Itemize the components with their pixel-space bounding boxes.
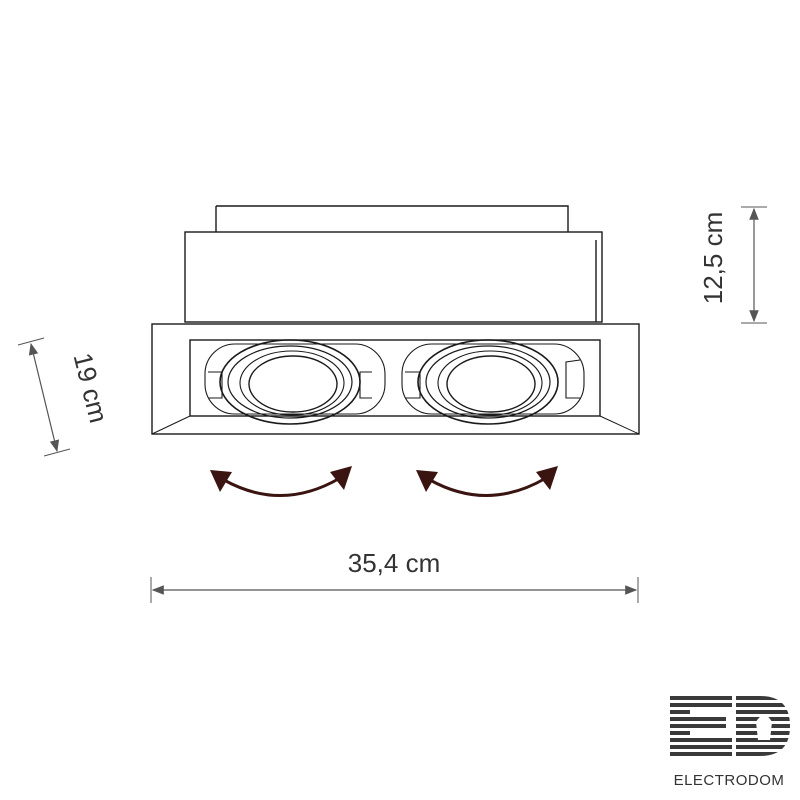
height-dimension: 12,5 cm <box>698 206 767 324</box>
depth-label: 19 cm <box>68 350 114 426</box>
mounting-box-top <box>216 205 569 232</box>
depth-dimension: 19 cm <box>17 337 114 457</box>
mounting-box <box>184 231 603 323</box>
lamp-left <box>204 339 386 425</box>
trim-frame-inner <box>189 339 601 417</box>
rotation-arrow-right <box>416 466 558 497</box>
width-label: 35,4 cm <box>348 548 441 578</box>
lamp-right <box>401 339 585 425</box>
fixture-drawing <box>151 205 640 435</box>
logo-text: ELECTRODOM <box>674 772 785 789</box>
height-label: 12,5 cm <box>698 212 728 305</box>
rotation-arrow-left <box>210 466 352 497</box>
width-dimension: 35,4 cm <box>150 548 639 603</box>
electrodom-logo: ELECTRODOM <box>670 696 792 789</box>
